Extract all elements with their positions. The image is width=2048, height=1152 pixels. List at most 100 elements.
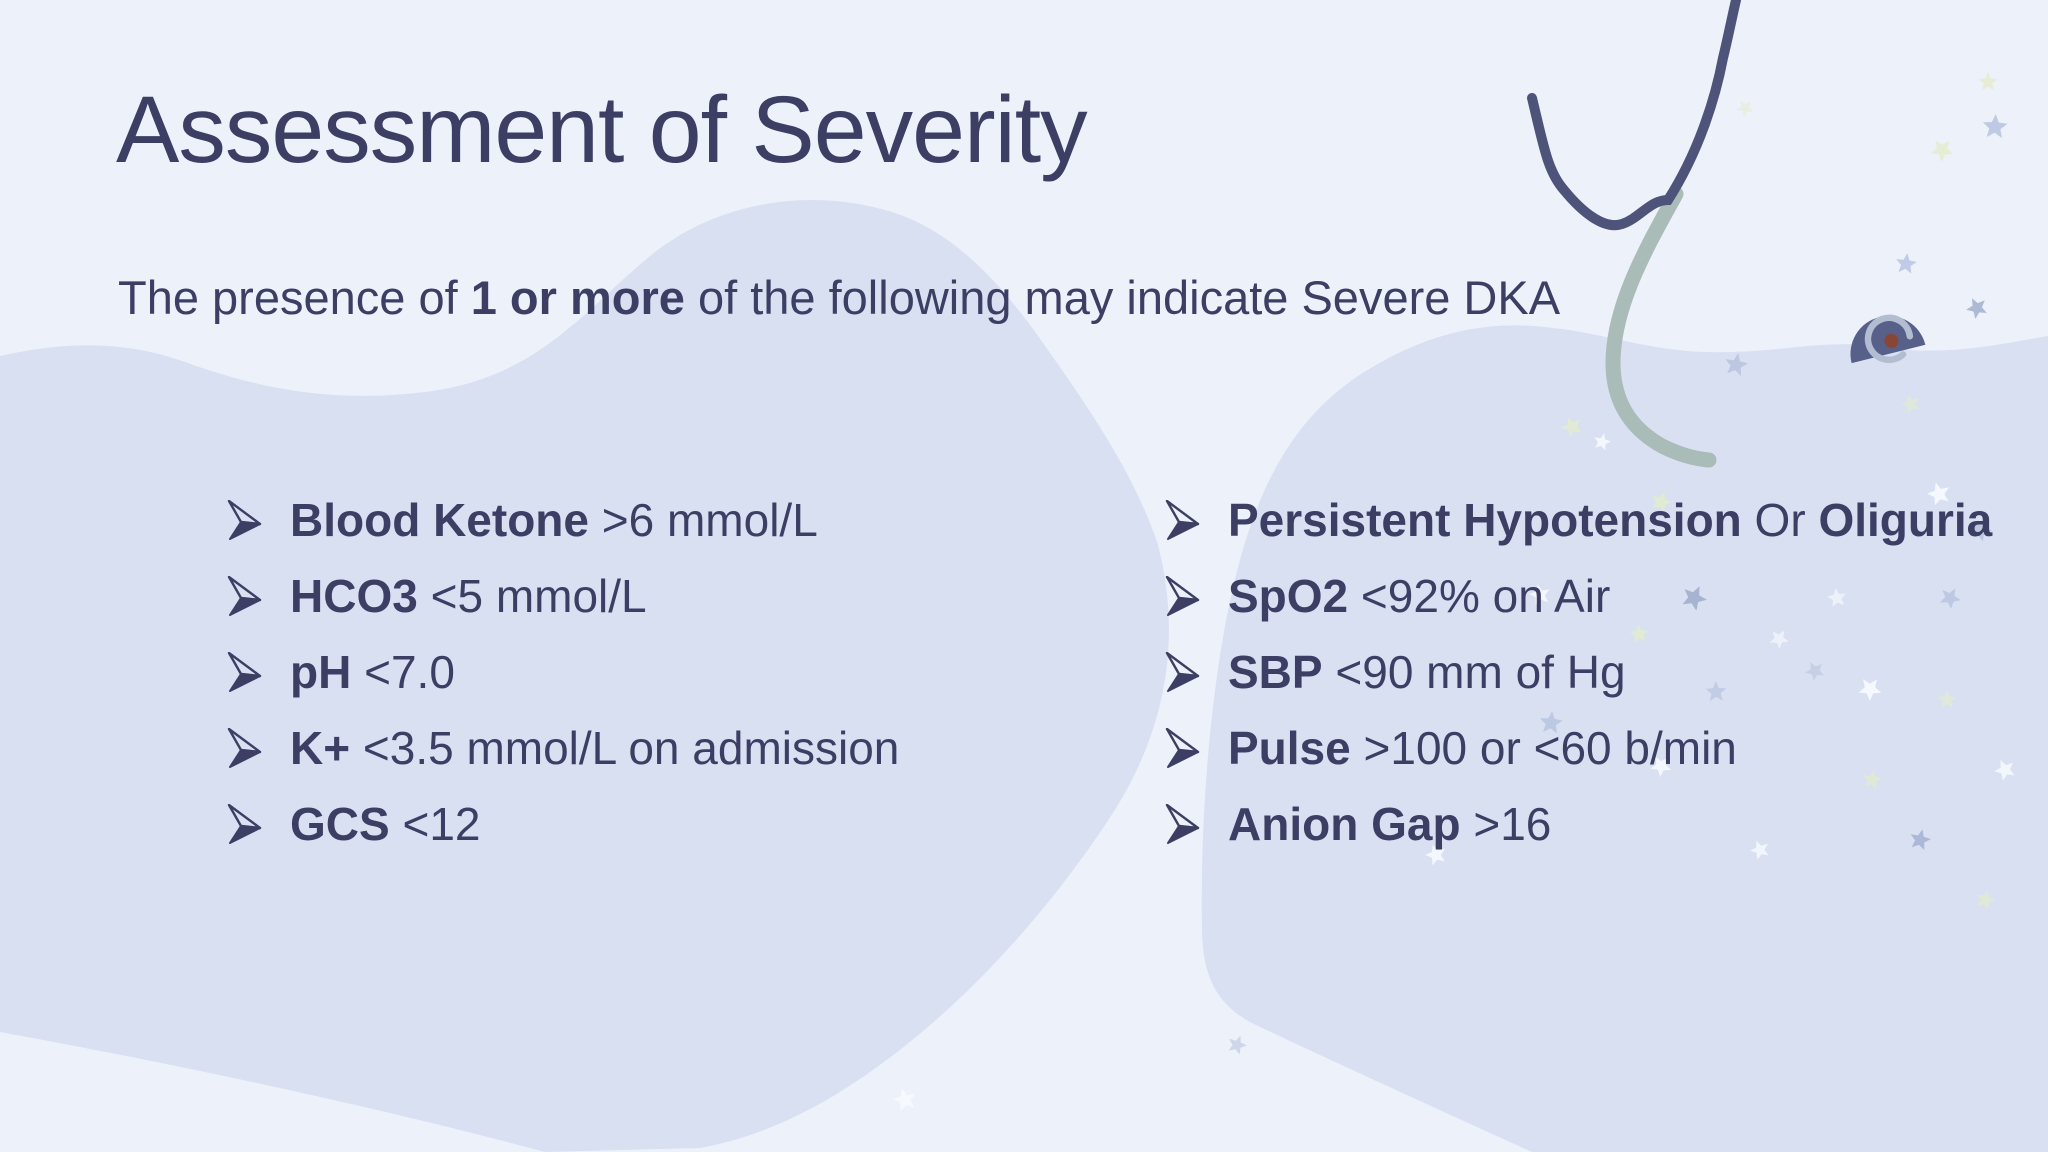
subtitle-prefix: The presence of: [118, 271, 471, 324]
bullet-value: <92% on Air: [1348, 570, 1611, 622]
list-item: Persistent Hypotension Or Oliguria: [1165, 482, 1992, 558]
snail-spiral: [1864, 314, 1914, 364]
stethoscope-binaural-tube: [1527, 0, 1741, 231]
star-icon: [1529, 584, 1550, 606]
list-item-text: Anion Gap >16: [1228, 801, 1551, 847]
star-icon: [1927, 482, 1949, 506]
arrow-bullet-icon: [1165, 804, 1200, 844]
list-item-text: HCO3 <5 mmol/L: [290, 573, 647, 619]
list-item-text: Pulse >100 or <60 b/min: [1228, 725, 1737, 771]
list-item-text: pH <7.0: [290, 649, 455, 695]
background-blob-left: [0, 199, 1169, 1152]
star-icon: [1629, 624, 1649, 643]
subtitle-suffix: of the following may indicate Severe DKA: [684, 271, 1561, 324]
star-icon: [1540, 711, 1563, 734]
bullet-value: <12: [389, 798, 481, 850]
star-icon: [893, 1088, 916, 1112]
arrow-bullet-icon: [227, 652, 262, 692]
star-icon: [1425, 844, 1445, 866]
star-icon: [1750, 840, 1769, 860]
star-icon: [1978, 72, 1998, 91]
bullet-list-right: Persistent Hypotension Or Oliguria SpO2 …: [1165, 482, 1992, 862]
bullet-label: Anion Gap: [1228, 798, 1461, 850]
star-icon: [1228, 1035, 1247, 1055]
star-icon: [1561, 416, 1582, 438]
arrow-bullet-icon: [227, 576, 262, 616]
bullet-label: Pulse: [1228, 722, 1351, 774]
arrow-bullet-icon: [227, 804, 262, 844]
list-item-text: GCS <12: [290, 801, 481, 847]
snail-icon: [1850, 314, 1926, 364]
bullet-value: <90 mm of Hg: [1322, 646, 1626, 698]
star-icon: [1705, 681, 1727, 702]
list-item: pH <7.0: [227, 634, 899, 710]
background-blob-right: [1201, 325, 2048, 1152]
arrow-bullet-icon: [1165, 500, 1200, 540]
bullet-label: Persistent Hypotension: [1228, 494, 1742, 546]
bullet-label: Blood Ketone: [290, 494, 589, 546]
bullet-value: >6 mmol/L: [588, 494, 818, 546]
star-icon: [1937, 690, 1957, 709]
list-item-text: K+ <3.5 mmol/L on admission: [290, 725, 899, 771]
arrow-bullet-icon: [1165, 652, 1200, 692]
list-item: HCO3 <5 mmol/L: [227, 558, 899, 634]
bullet-label: SpO2: [1228, 570, 1349, 622]
star-icon: [1901, 394, 1920, 414]
star-icon: [1982, 114, 2008, 138]
list-item: K+ <3.5 mmol/L on admission: [227, 710, 899, 786]
star-icon: [1976, 890, 1995, 910]
bullet-value: <7.0: [351, 646, 455, 698]
list-item-text: SBP <90 mm of Hg: [1228, 649, 1626, 695]
stethoscope-illustration: [1527, 0, 1741, 468]
bullet-value: >16: [1460, 798, 1552, 850]
snail-dot: [1884, 333, 1899, 348]
list-item: GCS <12: [227, 786, 899, 862]
star-icon: [1994, 760, 2015, 781]
list-item: SpO2 <92% on Air: [1165, 558, 1992, 634]
list-item-text: Blood Ketone >6 mmol/L: [290, 497, 818, 543]
bullet-value: Or: [1741, 494, 1819, 546]
page-title: Assessment of Severity: [116, 77, 1088, 183]
star-icon: [1896, 253, 1917, 274]
list-item: Blood Ketone >6 mmol/L: [227, 482, 899, 558]
star-icon: [1650, 756, 1672, 777]
star-icon: [1863, 770, 1882, 789]
star-icon: [1966, 298, 1987, 319]
bullet-label: pH: [290, 646, 352, 698]
list-item-text: Persistent Hypotension Or Oliguria: [1228, 497, 1992, 543]
subtitle: The presence of 1 or more of the followi…: [118, 272, 1560, 324]
star-icon: [1940, 588, 1961, 609]
star-icon: [1930, 140, 1954, 162]
list-item: SBP <90 mm of Hg: [1165, 634, 1992, 710]
list-item: Anion Gap >16: [1165, 786, 1992, 862]
bullet-value: >100 or <60 b/min: [1350, 722, 1737, 774]
subtitle-bold: 1 or more: [470, 271, 685, 324]
list-item-text: SpO2 <92% on Air: [1228, 573, 1610, 619]
arrow-bullet-icon: [1165, 728, 1200, 768]
star-decorations: [893, 72, 2015, 1112]
bullet-list-left: Blood Ketone >6 mmol/L HCO3 <5 mmol/L pH…: [227, 482, 899, 862]
list-item: Pulse >100 or <60 b/min: [1165, 710, 1992, 786]
bullet-value: <3.5 mmol/L on admission: [350, 722, 900, 774]
star-icon: [1736, 100, 1754, 117]
arrow-bullet-icon: [227, 728, 262, 768]
star-icon: [1910, 829, 1931, 851]
arrow-bullet-icon: [1165, 576, 1200, 616]
star-icon: [1805, 662, 1824, 681]
stethoscope-chestpiece-tube: [1605, 186, 1717, 468]
star-icon: [1594, 433, 1611, 451]
star-icon: [1827, 588, 1846, 607]
star-icon: [1682, 586, 1707, 611]
star-icon: [1858, 679, 1882, 701]
star-icon: [1969, 518, 1992, 542]
star-icon: [1652, 491, 1672, 513]
bullet-label: GCS: [290, 798, 390, 850]
arrow-bullet-icon: [227, 500, 262, 540]
bullet-value: <5 mmol/L: [417, 570, 647, 622]
bullet-label: SBP: [1228, 646, 1323, 698]
bullet-label: K+: [290, 722, 351, 774]
bullet-label: HCO3: [290, 570, 418, 622]
star-icon: [1725, 353, 1748, 376]
